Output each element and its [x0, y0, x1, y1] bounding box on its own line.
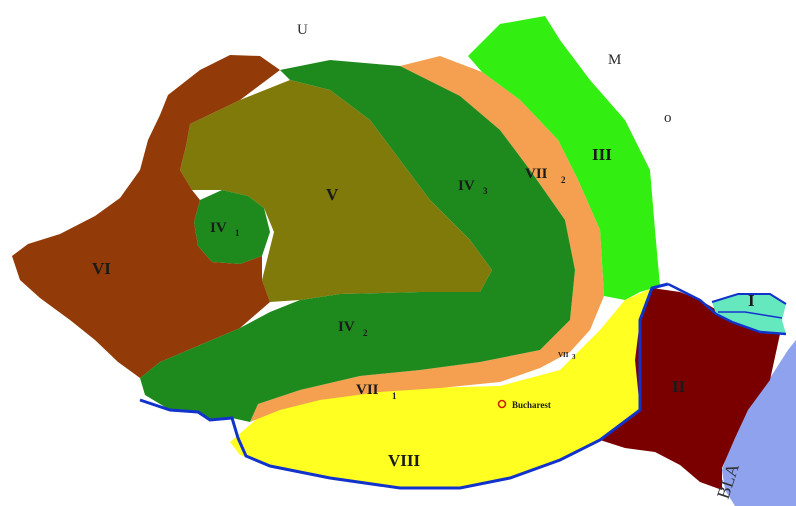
zone-iv-area [140, 60, 575, 422]
region-label-vii3-sub: 3 [572, 353, 576, 361]
delta-border [667, 282, 787, 336]
zone-iii-area [468, 16, 660, 300]
region-label-iii: III [592, 145, 612, 164]
region-label-v: V [326, 185, 339, 204]
region-label-vi: VI [92, 259, 111, 278]
region-label-vii1: VII [356, 382, 379, 398]
zone-vii-area [250, 56, 604, 422]
zone-v-area [180, 80, 492, 302]
region-label-iv3-sub: 3 [483, 186, 488, 196]
region-label-iv1-sub: 1 [235, 228, 240, 238]
region-label-vii2: VII [525, 166, 548, 182]
zone-vi-area [12, 55, 280, 378]
neighbor-label-northeast: M [608, 52, 621, 68]
bucharest-marker-icon [497, 399, 507, 409]
delta-channel [711, 293, 787, 305]
region-label-i: I [748, 291, 755, 310]
neighbor-label-northeast-minor: o [664, 110, 672, 126]
region-label-iv2-sub: 2 [363, 328, 368, 338]
country-border [139, 282, 669, 490]
city-label-bucharest: Bucharest [512, 400, 551, 410]
zone-viii-area [230, 288, 652, 488]
region-label-viii: VIII [388, 451, 421, 470]
region-label-vii2-sub: 2 [561, 175, 566, 185]
region-label-iv1: IV [210, 220, 227, 236]
zone-ii-area [600, 288, 780, 490]
region-label-ii: II [672, 377, 686, 396]
neighbor-label-north: U [297, 22, 308, 38]
zone-iv1-area [194, 190, 270, 264]
zone-i-area [712, 294, 786, 334]
region-label-iv3: IV [458, 178, 475, 194]
region-label-vii1-sub: 1 [392, 391, 397, 401]
region-label-iv2: IV [338, 319, 355, 335]
region-label-vii3: VII [558, 351, 569, 359]
black-sea [722, 340, 796, 506]
delta-channel-middle [718, 311, 783, 319]
